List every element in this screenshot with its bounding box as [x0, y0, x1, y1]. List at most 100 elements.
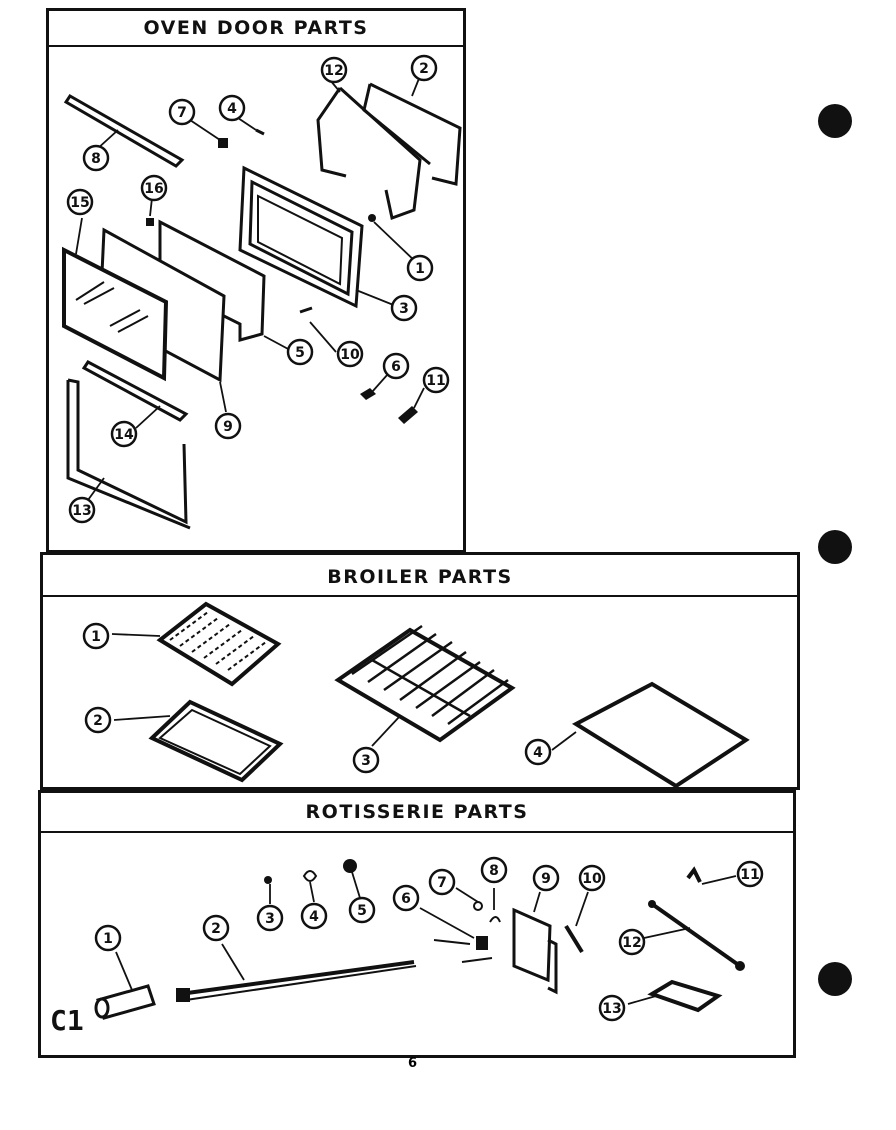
callout-number: 5: [295, 345, 305, 361]
rod-12: [650, 902, 742, 968]
broiler-pan-2: [148, 699, 284, 783]
page-number: 6: [408, 1056, 418, 1071]
rotisserie-callout-11: 11: [736, 860, 764, 888]
callout-number: 4: [309, 909, 319, 925]
motor-bracket-9: [512, 907, 552, 983]
callout-number: 13: [72, 503, 91, 519]
callout-number: 4: [227, 101, 237, 117]
screw-7-rot: [473, 901, 483, 911]
screw-4: [255, 128, 265, 136]
callout-number: 11: [740, 867, 759, 883]
door-top-trim: [63, 94, 185, 168]
door-gasket-12: [316, 86, 422, 220]
rotisserie-callout-2: 2: [202, 914, 230, 942]
fork-4: [302, 870, 318, 882]
callout-number: 3: [361, 753, 371, 769]
callout-number: 2: [93, 713, 103, 729]
callout-number: 3: [399, 301, 409, 317]
screw-1: [368, 214, 376, 222]
door-seal-2: [362, 82, 462, 186]
rotisserie-callout-4: 4: [300, 902, 328, 930]
oven-door-title: OVEN DOOR PARTS: [49, 11, 463, 47]
callout-number: 8: [91, 151, 101, 167]
broiler-callout-2: 2: [84, 706, 112, 734]
clip-8: [489, 916, 501, 923]
oven-door-callout-7: 7: [168, 98, 196, 126]
callout-number: 13: [602, 1001, 621, 1017]
door-frame-13: [66, 378, 191, 530]
callout-number: 1: [103, 931, 113, 947]
callout-number: 10: [582, 871, 602, 887]
callout-number: 4: [533, 745, 543, 761]
oven-door-callout-1: 1: [406, 254, 434, 282]
callout-number: 1: [415, 261, 425, 277]
broiler-callout-4: 4: [524, 738, 552, 766]
rotisserie-callout-9: 9: [532, 864, 560, 892]
callout-number: 3: [265, 911, 275, 927]
rotisserie-callout-8: 8: [480, 856, 508, 884]
clip-11: [686, 866, 702, 883]
oven-door-callout-14: 14: [110, 420, 138, 448]
broiler-grid-1: [156, 601, 282, 687]
oven-door-callout-4: 4: [218, 94, 246, 122]
oven-door-callout-11: 11: [422, 366, 450, 394]
broiler-grid-slots: [169, 611, 267, 671]
rotisserie-callout-6: 6: [392, 884, 420, 912]
callout-number: 5: [357, 903, 367, 919]
screw-10: [299, 306, 313, 314]
oven-door-panel: OVEN DOOR PARTS: [46, 8, 466, 553]
bumper-11: [398, 406, 418, 424]
rotisserie-panel: ROTISSERIE PARTS: [38, 790, 796, 1058]
callout-number: 7: [437, 875, 447, 891]
drip-pan-13: [647, 979, 723, 1013]
nut-5: [343, 859, 357, 873]
spit-rod-2: [179, 960, 415, 996]
callout-number: 12: [324, 63, 343, 79]
glass-reflection: [75, 281, 149, 333]
oven-door-callout-16: 16: [140, 174, 168, 202]
bracket-10: [564, 924, 584, 954]
callout-number: 12: [622, 935, 641, 951]
oven-door-callout-12: 12: [320, 56, 348, 84]
broiler-panel: BROILER PARTS: [40, 552, 800, 790]
broiler-pan-inner: [158, 708, 272, 776]
broiler-callout-1: 1: [82, 622, 110, 650]
oven-door-callout-5: 5: [286, 338, 314, 366]
rotisserie-drawings: [94, 859, 745, 1020]
rotisserie-callout-5: 5: [348, 896, 376, 924]
screw-3: [264, 876, 272, 884]
callout-number: 1: [91, 629, 101, 645]
bracket-6: [433, 939, 493, 963]
oven-door-callout-13: 13: [68, 496, 96, 524]
callout-number: 16: [144, 181, 163, 197]
binder-hole-middle: [818, 530, 852, 564]
oven-door-drawings: [62, 75, 462, 530]
rotisserie-callout-3: 3: [256, 904, 284, 932]
binder-hole-top: [818, 104, 852, 138]
callout-number: 9: [541, 871, 551, 887]
broiler-shield-4: [571, 681, 750, 789]
broiler-drawings: [111, 601, 750, 789]
callout-number: 8: [489, 863, 499, 879]
broiler-title: BROILER PARTS: [43, 559, 797, 597]
callout-number: 9: [223, 419, 233, 435]
door-liner-window: [248, 179, 354, 297]
callout-number: 7: [177, 105, 187, 121]
rotisserie-callout-10: 10: [578, 864, 606, 892]
broiler-callout-3: 3: [352, 746, 380, 774]
oven-door-callout-15: 15: [66, 188, 94, 216]
door-liner-inner: [257, 194, 344, 286]
oven-door-callout-3: 3: [390, 294, 418, 322]
binder-hole-bottom: [818, 962, 852, 996]
rotisserie-callout-7: 7: [428, 868, 456, 896]
rotisserie-callout-13: 13: [598, 994, 626, 1022]
callout-number: 11: [426, 373, 445, 389]
screw-7: [218, 138, 228, 148]
callout-number: 2: [419, 61, 429, 77]
corner-label: C1: [50, 1004, 84, 1037]
oven-rack-wires: [351, 624, 509, 726]
rotisserie-callout-1: 1: [94, 924, 122, 952]
